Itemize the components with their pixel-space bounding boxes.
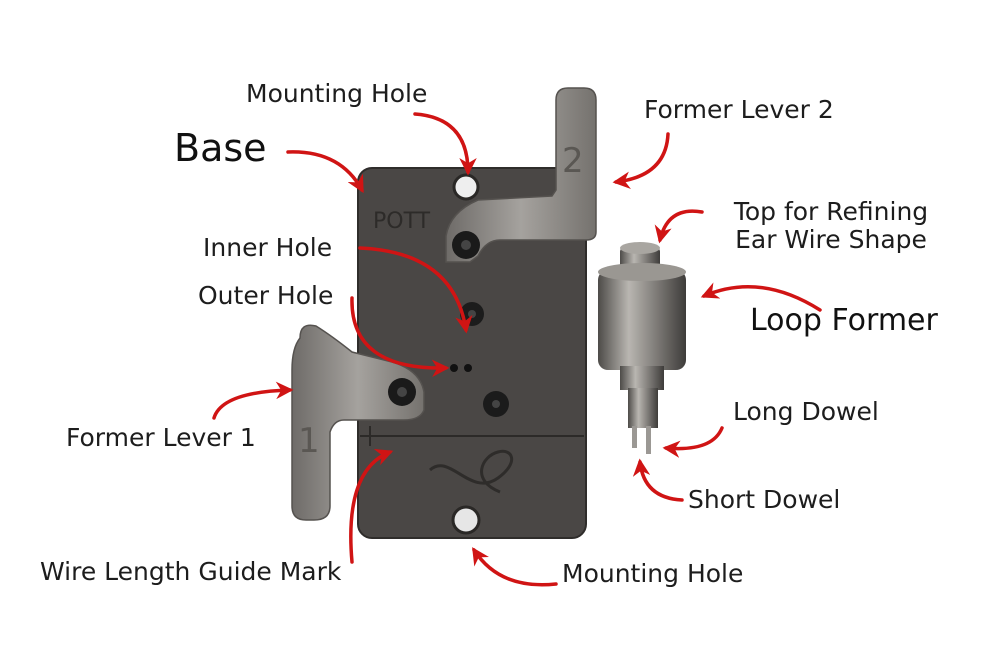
screws xyxy=(388,231,509,417)
arrow-former-lever-1 xyxy=(212,381,294,420)
label-mounting-hole-bottom: Mounting Hole xyxy=(562,559,744,588)
label-short-dowel: Short Dowel xyxy=(688,485,841,514)
former-lever-1-shape: 1 xyxy=(291,324,425,521)
label-top-refining-line2: Ear Wire Shape xyxy=(735,224,927,254)
brand-engraving: POTT xyxy=(373,209,431,234)
label-wire-length-guide-mark: Wire Length Guide Mark xyxy=(40,557,342,586)
callout-arrows xyxy=(212,112,822,587)
label-long-dowel: Long Dowel xyxy=(733,397,879,426)
inner-hole-shape xyxy=(464,364,472,372)
arrow-former-lever-2 xyxy=(612,132,670,190)
label-outer-hole: Outer Hole xyxy=(198,281,334,310)
svg-text:2: 2 xyxy=(562,141,584,181)
mounting-hole-top-shape xyxy=(452,173,480,201)
label-loop-former: Loop Former xyxy=(750,303,938,338)
arrow-inner-hole xyxy=(358,246,473,334)
arrow-top-refining xyxy=(654,209,704,244)
loop-engraving xyxy=(428,449,513,494)
loop-former-shape xyxy=(598,242,686,454)
label-base: Base xyxy=(174,126,267,170)
label-top-refining: Top for Refining Ear Wire Shape xyxy=(706,198,956,253)
arrow-mounting-hole-top xyxy=(413,112,477,176)
arrow-outer-hole xyxy=(350,296,450,378)
arrow-long-dowel xyxy=(662,426,724,458)
label-inner-hole: Inner Hole xyxy=(203,233,333,262)
former-lever-2-shape: 2 xyxy=(445,87,597,263)
arrow-mounting-hole-bottom xyxy=(472,547,558,587)
arrow-base xyxy=(286,150,364,194)
outer-hole-shape xyxy=(450,364,458,372)
label-top-refining-line1: Top for Refining xyxy=(733,197,929,226)
svg-text:1: 1 xyxy=(298,421,320,461)
label-mounting-hole-top: Mounting Hole xyxy=(246,79,428,108)
mounting-hole-bottom-shape xyxy=(451,505,481,535)
label-former-lever-2: Former Lever 2 xyxy=(644,95,834,124)
label-former-lever-1: Former Lever 1 xyxy=(66,423,256,452)
arrow-loop-former xyxy=(700,282,822,312)
arrow-short-dowel xyxy=(632,458,684,502)
arrow-wire-guide xyxy=(349,448,394,564)
